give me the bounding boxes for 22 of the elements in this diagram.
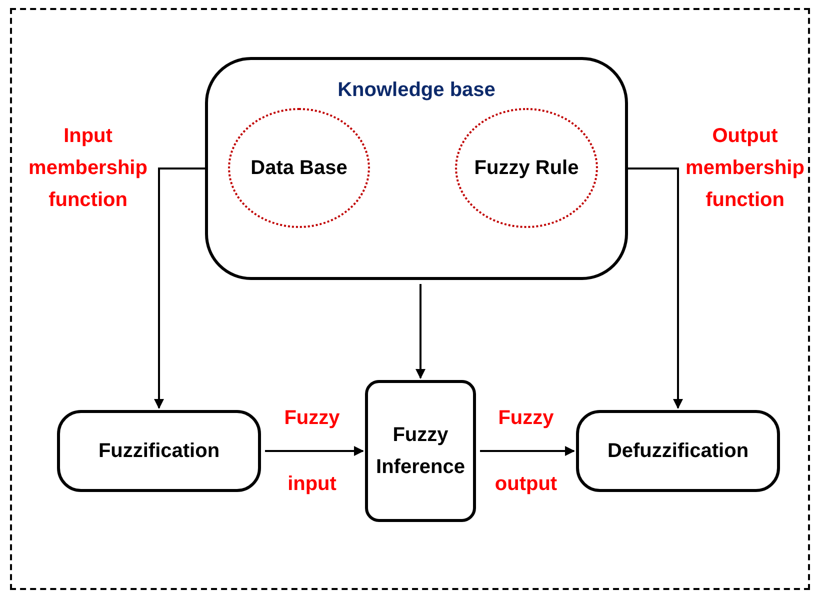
edge-label: Fuzzy input: [283, 406, 341, 497]
arrow: [416, 284, 426, 379]
node-label: Fuzzy Rule: [474, 156, 579, 181]
node-label: Defuzzification: [607, 439, 749, 464]
arrow: [265, 446, 364, 456]
process-box: [365, 380, 476, 522]
edge-label: Input membership function: [28, 124, 148, 213]
dotted-ellipse: [228, 108, 370, 228]
process-box: [57, 410, 261, 492]
knowledge-base-box: [205, 57, 628, 280]
dashed-frame: [10, 8, 810, 590]
node-label: Fuzzy Inference: [375, 423, 466, 480]
arrow: [628, 168, 683, 409]
node-label: Knowledge base: [338, 78, 496, 103]
node-label: Fuzzification: [98, 439, 220, 464]
dotted-ellipse: [455, 108, 598, 228]
edge-label: Fuzzy output: [494, 406, 558, 497]
arrow: [154, 168, 205, 409]
edge-label: Output membership function: [684, 124, 806, 213]
node-label: Data Base: [250, 156, 348, 181]
arrow: [480, 446, 575, 456]
process-box: [576, 410, 780, 492]
